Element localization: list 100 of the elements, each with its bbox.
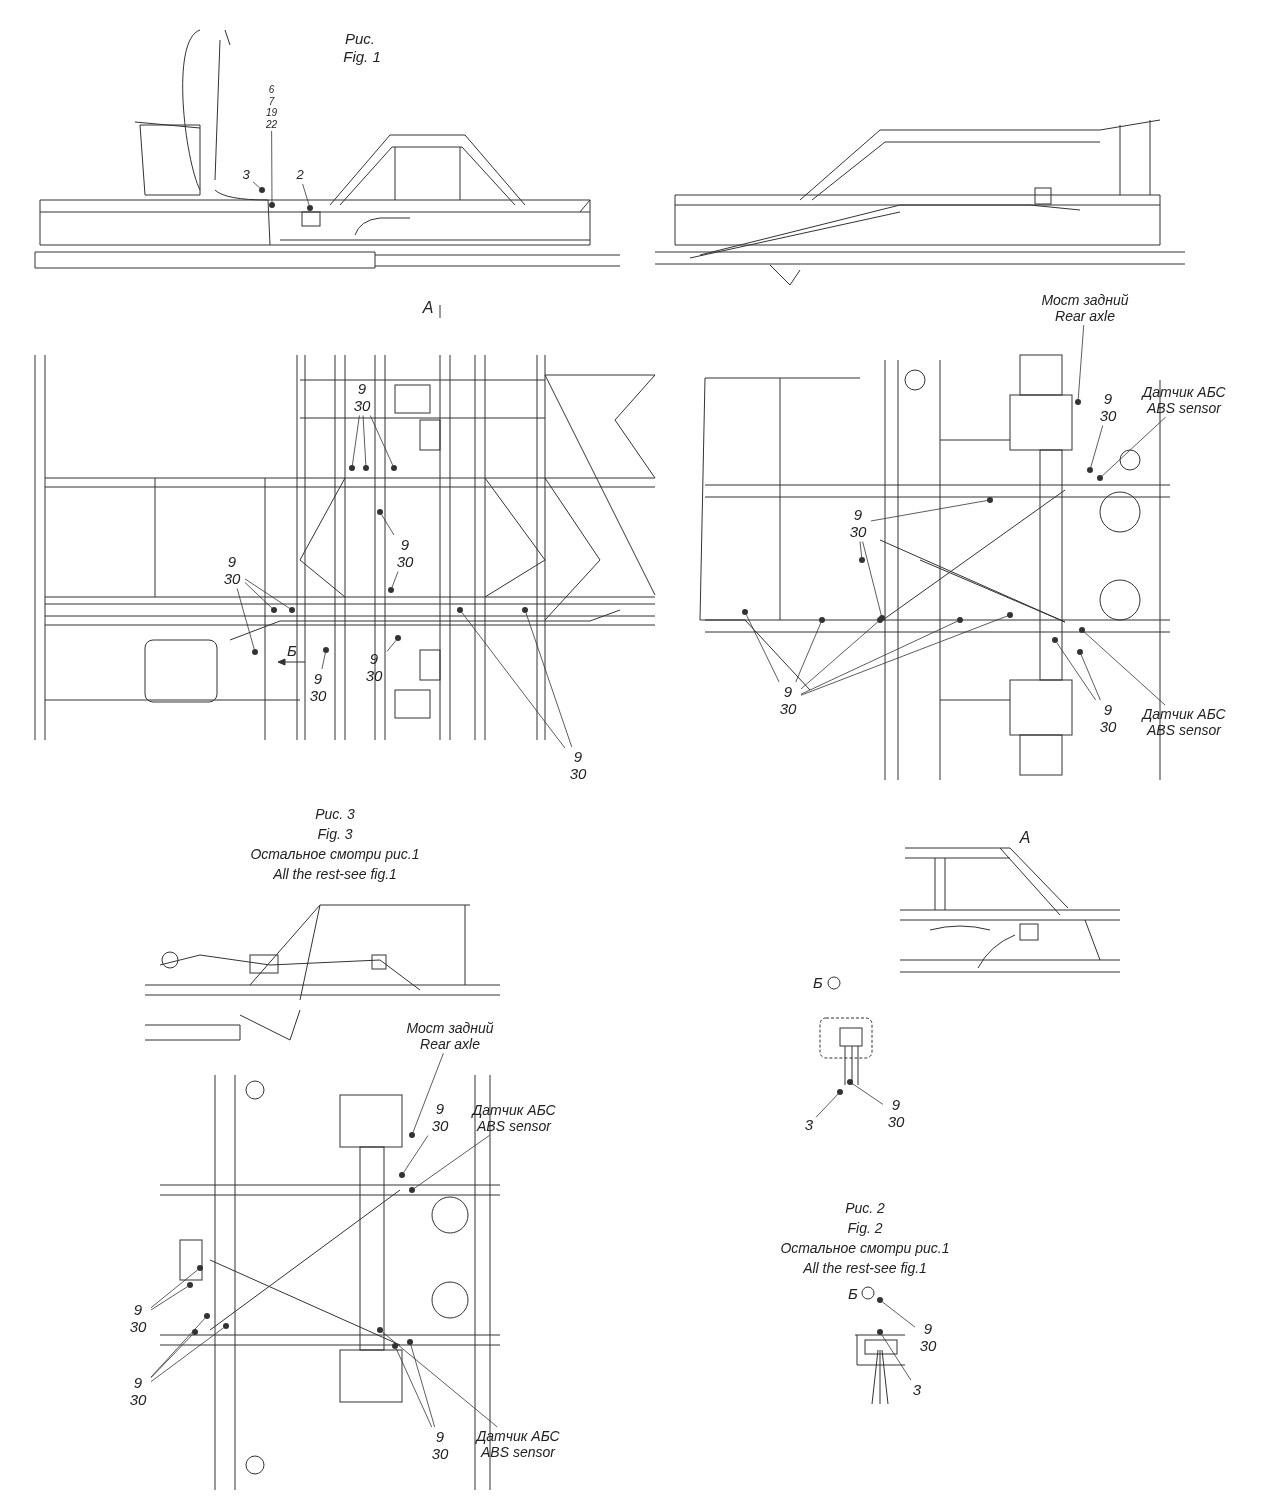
- attachment-point: [323, 647, 329, 653]
- attachment-point: [457, 607, 463, 613]
- figure-caption: Рис. 3: [315, 805, 355, 824]
- callout-number: 9 30: [1096, 701, 1120, 736]
- part-label: Датчик АБС ABS sensor: [1132, 706, 1236, 739]
- leader-line: [800, 621, 879, 690]
- callout-number: 9 30: [428, 1100, 452, 1135]
- attachment-point: [259, 187, 265, 193]
- callout-number: 2: [294, 168, 306, 183]
- part-label: Датчик АБС ABS sensor: [462, 1102, 566, 1135]
- figure-caption: Остальное смотри рис.1: [780, 1239, 950, 1258]
- attachment-point: [204, 1313, 210, 1319]
- leader-line: [1083, 631, 1166, 706]
- figure-caption: Б: [813, 973, 823, 993]
- attachment-point: [349, 465, 355, 471]
- callout-number: 9 30: [916, 1320, 940, 1355]
- attachment-point: [1075, 399, 1081, 405]
- attachment-point: [859, 557, 865, 563]
- attachment-point: [197, 1265, 203, 1271]
- leader-line: [369, 415, 394, 466]
- attachment-point: [223, 1323, 229, 1329]
- leader-line: [800, 620, 958, 695]
- figure-caption: Fig. 1: [343, 47, 381, 67]
- leader-line: [352, 415, 360, 466]
- leader-line: [381, 1331, 498, 1428]
- callout-number: 6 7 19 22: [265, 84, 278, 130]
- attachment-point: [391, 465, 397, 471]
- attachment-point: [289, 607, 295, 613]
- leader-line: [150, 1317, 206, 1378]
- leader-line: [271, 130, 273, 203]
- leader-line: [795, 622, 822, 683]
- leader-line: [150, 1286, 188, 1311]
- leader-line: [236, 588, 255, 650]
- callout-number: 9 30: [362, 650, 386, 685]
- attachment-point: [192, 1329, 198, 1335]
- attachment-point: [987, 497, 993, 503]
- leader-line: [859, 541, 863, 558]
- attachment-point: [877, 1329, 883, 1335]
- callout-number: 9 30: [126, 1301, 150, 1336]
- callout-number: 9 30: [306, 670, 330, 705]
- leader-line: [150, 1327, 224, 1382]
- attachment-point: [409, 1132, 415, 1138]
- part-label: Датчик АБС ABS sensor: [466, 1428, 570, 1461]
- attachment-point: [1097, 475, 1103, 481]
- part-label: Мост задний Rear axle: [1035, 292, 1135, 325]
- attachment-point: [1079, 627, 1085, 633]
- attachment-point: [837, 1089, 843, 1095]
- figure-caption: All the rest-see fig.1: [803, 1259, 927, 1278]
- leader-line: [410, 1344, 436, 1428]
- leader-line: [403, 1135, 429, 1173]
- callout-number: 9 30: [393, 536, 417, 571]
- leader-line: [321, 652, 326, 670]
- figure-caption: Остальное смотри рис.1: [250, 845, 420, 864]
- figure-caption: Б: [287, 641, 297, 661]
- attachment-point: [522, 607, 528, 613]
- figure-caption: Fig. 2: [847, 1219, 883, 1238]
- leader-line: [745, 614, 780, 683]
- attachment-point: [269, 202, 275, 208]
- callout-number: 9 30: [566, 748, 590, 783]
- callout-number: 9 30: [220, 553, 244, 588]
- callout-number: 9 30: [884, 1096, 908, 1131]
- figure-caption: Рис. 2: [845, 1199, 885, 1218]
- figure-caption: Б: [848, 1284, 858, 1304]
- leader-line: [1080, 654, 1101, 701]
- figure-caption: Рис.: [345, 29, 375, 49]
- figure-caption: All the rest-see fig.1: [273, 865, 397, 884]
- callout-number: 3: [803, 1116, 815, 1134]
- callout-number: 9 30: [126, 1374, 150, 1409]
- callout-number: 9 30: [350, 380, 374, 415]
- callout-number: 3: [911, 1381, 923, 1399]
- callout-number: 9 30: [776, 683, 800, 718]
- leader-line: [1090, 425, 1104, 468]
- attachment-point: [1052, 637, 1058, 643]
- leader-line: [381, 514, 395, 536]
- leader-line: [525, 612, 573, 748]
- attachment-point: [742, 609, 748, 615]
- attachment-point: [388, 587, 394, 593]
- attachment-point: [409, 1187, 415, 1193]
- leader-line: [815, 1093, 839, 1118]
- leader-line: [395, 1348, 433, 1428]
- part-label: Мост задний Rear axle: [400, 1020, 500, 1053]
- leader-line: [461, 612, 566, 749]
- attachment-point: [957, 617, 963, 623]
- leader-line: [244, 582, 273, 609]
- leader-line: [412, 1052, 444, 1133]
- leader-line: [852, 1083, 884, 1105]
- leader-line: [414, 1134, 491, 1189]
- attachment-point: [1087, 467, 1093, 473]
- attachment-point: [395, 635, 401, 641]
- attachment-point: [187, 1282, 193, 1288]
- leader-line: [302, 183, 310, 206]
- figure-caption: A: [1019, 828, 1031, 848]
- leader-line: [252, 181, 261, 189]
- attachment-point: [399, 1172, 405, 1178]
- attachment-point: [307, 205, 313, 211]
- attachment-point: [1007, 612, 1013, 618]
- attachment-point: [819, 617, 825, 623]
- leader-line: [150, 1269, 199, 1309]
- leader-line: [1077, 324, 1085, 400]
- attachment-point: [271, 607, 277, 613]
